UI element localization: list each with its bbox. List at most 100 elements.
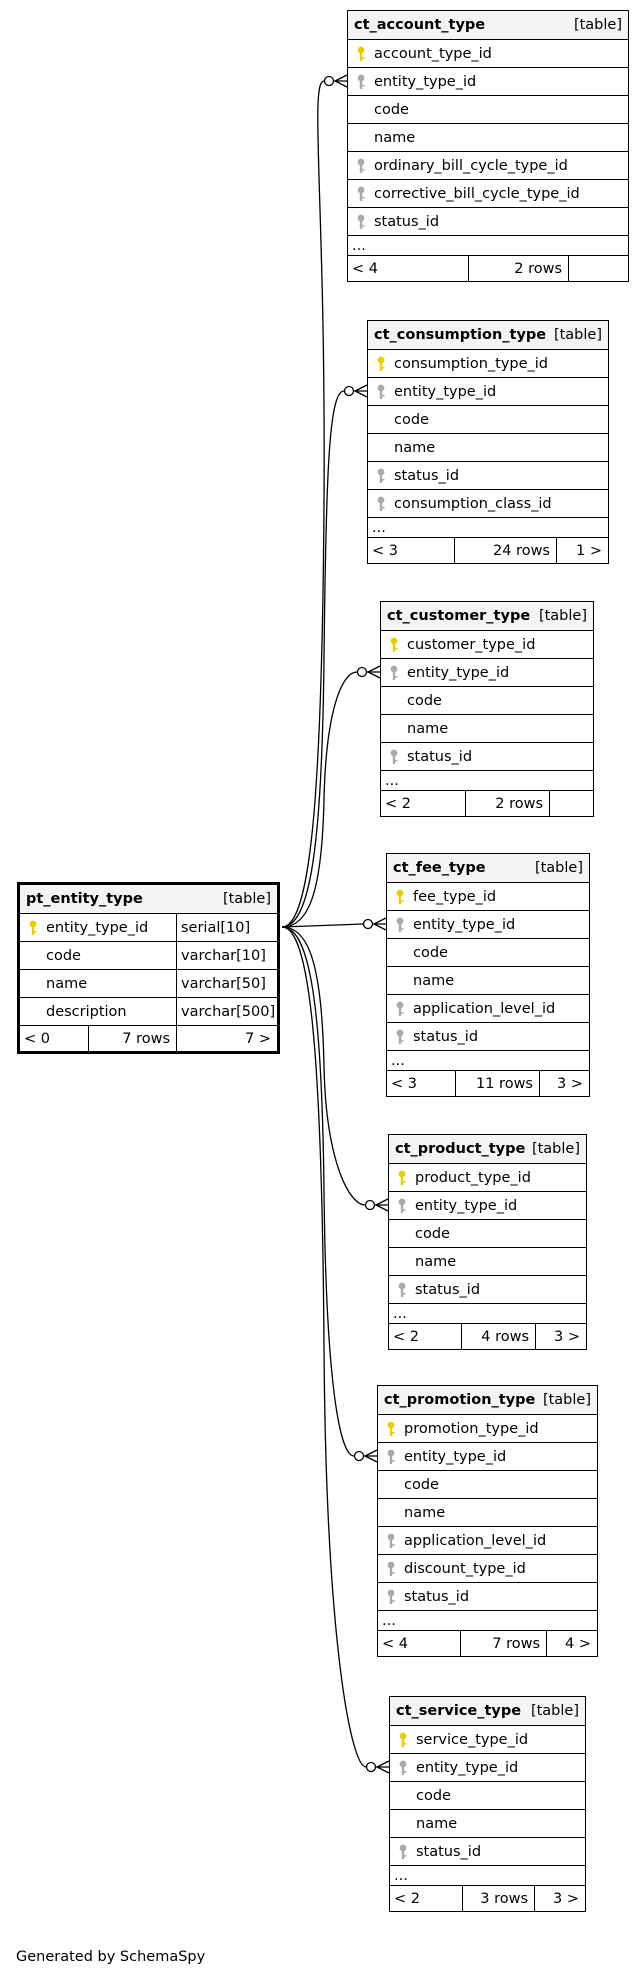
column-name: code: [407, 692, 442, 709]
child-count[interactable]: 1 >: [556, 538, 608, 563]
column-row[interactable]: application_level_id: [387, 994, 589, 1022]
column-row[interactable]: status_id: [381, 742, 593, 770]
row-count: 7 rows: [460, 1631, 546, 1656]
column-row[interactable]: description varchar[500]: [20, 997, 277, 1025]
column-row[interactable]: name: [389, 1247, 586, 1275]
foreign-key-icon: [378, 1560, 404, 1578]
column-row[interactable]: customer_type_id: [381, 630, 593, 658]
column-row[interactable]: entity_type_id: [389, 1191, 586, 1219]
parent-count[interactable]: < 3: [372, 542, 398, 559]
child-count[interactable]: 3 >: [534, 1886, 585, 1911]
column-row[interactable]: status_id: [348, 207, 628, 235]
column-row[interactable]: name varchar[50]: [20, 969, 277, 997]
column-row[interactable]: entity_type_id: [378, 1442, 597, 1470]
column-row[interactable]: name: [381, 714, 593, 742]
table-header[interactable]: ct_consumption_type [table]: [368, 321, 608, 349]
column-row[interactable]: entity_type_id: [381, 658, 593, 686]
parent-count[interactable]: < 2: [385, 795, 411, 812]
child-count[interactable]: 7 >: [176, 1026, 277, 1051]
table-ct-promotion-type[interactable]: ct_promotion_type[table]promotion_type_i…: [377, 1385, 598, 1657]
column-row[interactable]: consumption_type_id: [368, 349, 608, 377]
column-row[interactable]: promotion_type_id: [378, 1414, 597, 1442]
parent-count[interactable]: < 2: [394, 1890, 420, 1907]
column-row[interactable]: status_id: [387, 1022, 589, 1050]
column-row[interactable]: code varchar[10]: [20, 941, 277, 969]
column-row[interactable]: name: [387, 966, 589, 994]
column-name: application_level_id: [413, 1000, 556, 1017]
column-row[interactable]: status_id: [378, 1582, 597, 1610]
column-name: name: [374, 129, 416, 146]
table-pt-entity-type[interactable]: pt_entity_type [table] entity_type_id se…: [17, 882, 280, 1054]
table-name: ct_consumption_type: [374, 327, 547, 343]
column-row[interactable]: status_id: [389, 1275, 586, 1303]
foreign-key-icon: [389, 1197, 415, 1215]
parent-count[interactable]: < 3: [391, 1075, 417, 1092]
column-row[interactable]: name: [390, 1809, 585, 1837]
more-columns: ...: [368, 517, 608, 537]
column-row[interactable]: code: [390, 1781, 585, 1809]
column-row[interactable]: consumption_class_id: [368, 489, 608, 517]
parent-count[interactable]: < 2: [393, 1328, 419, 1345]
column-row[interactable]: code: [389, 1219, 586, 1247]
child-count[interactable]: 4 >: [546, 1631, 597, 1656]
column-row[interactable]: corrective_bill_cycle_type_id: [348, 179, 628, 207]
table-type: [table]: [222, 891, 271, 907]
column-name: discount_type_id: [404, 1560, 526, 1577]
column-name: name: [416, 1815, 458, 1832]
table-header[interactable]: ct_fee_type[table]: [387, 854, 589, 882]
foreign-key-icon: [390, 1759, 416, 1777]
column-row[interactable]: entity_type_id: [387, 910, 589, 938]
column-row[interactable]: application_level_id: [378, 1526, 597, 1554]
table-ct-fee-type[interactable]: ct_fee_type[table] fee_type_id entity_type…: [386, 853, 590, 1097]
column-name: account_type_id: [374, 45, 492, 62]
parent-count[interactable]: < 4: [382, 1635, 408, 1652]
table-header[interactable]: ct_account_type[table]: [348, 11, 628, 39]
child-count[interactable]: 3 >: [535, 1324, 586, 1349]
column-row[interactable]: entity_type_id: [390, 1753, 585, 1781]
child-count[interactable]: [549, 791, 593, 816]
column-row[interactable]: code: [368, 405, 608, 433]
column-row[interactable]: product_type_id: [389, 1163, 586, 1191]
column-row[interactable]: status_id: [368, 461, 608, 489]
table-header[interactable]: ct_customer_type[table]: [381, 602, 593, 630]
column-row[interactable]: discount_type_id: [378, 1554, 597, 1582]
table-header[interactable]: pt_entity_type [table]: [20, 885, 277, 913]
table-ct-consumption-type[interactable]: ct_consumption_type [table] consumption_ty…: [367, 320, 609, 564]
column-row[interactable]: code: [381, 686, 593, 714]
child-count[interactable]: [568, 256, 628, 281]
table-name: ct_product_type: [395, 1141, 526, 1157]
column-name: entity_type_id: [407, 664, 510, 681]
column-name: fee_type_id: [413, 888, 497, 905]
foreign-key-icon: [348, 185, 374, 203]
column-row[interactable]: entity_type_id: [348, 67, 628, 95]
parent-count[interactable]: < 4: [352, 260, 378, 277]
column-row[interactable]: name: [368, 433, 608, 461]
column-row[interactable]: code: [378, 1470, 597, 1498]
column-row[interactable]: code: [387, 938, 589, 966]
column-row[interactable]: service_type_id: [390, 1725, 585, 1753]
column-row[interactable]: name: [378, 1498, 597, 1526]
table-header[interactable]: ct_product_type[table]: [389, 1135, 586, 1163]
relationship-edge-ct-customer-type: [281, 665, 381, 928]
table-header[interactable]: ct_service_type[table]: [390, 1697, 585, 1725]
column-row[interactable]: code: [348, 95, 628, 123]
table-header[interactable]: ct_promotion_type[table]: [378, 1386, 597, 1414]
column-type: serial[10]: [176, 914, 250, 941]
parent-count[interactable]: < 0: [24, 1030, 50, 1047]
column-row[interactable]: fee_type_id: [387, 882, 589, 910]
child-count[interactable]: 3 >: [539, 1071, 589, 1096]
column-row[interactable]: account_type_id: [348, 39, 628, 67]
column-row[interactable]: status_id: [390, 1837, 585, 1865]
column-row[interactable]: entity_type_id: [368, 377, 608, 405]
foreign-key-icon: [348, 213, 374, 231]
table-type: [table]: [553, 327, 602, 343]
column-row[interactable]: ordinary_bill_cycle_type_id: [348, 151, 628, 179]
column-row[interactable]: name: [348, 123, 628, 151]
column-row[interactable]: entity_type_id serial[10]: [20, 913, 277, 941]
